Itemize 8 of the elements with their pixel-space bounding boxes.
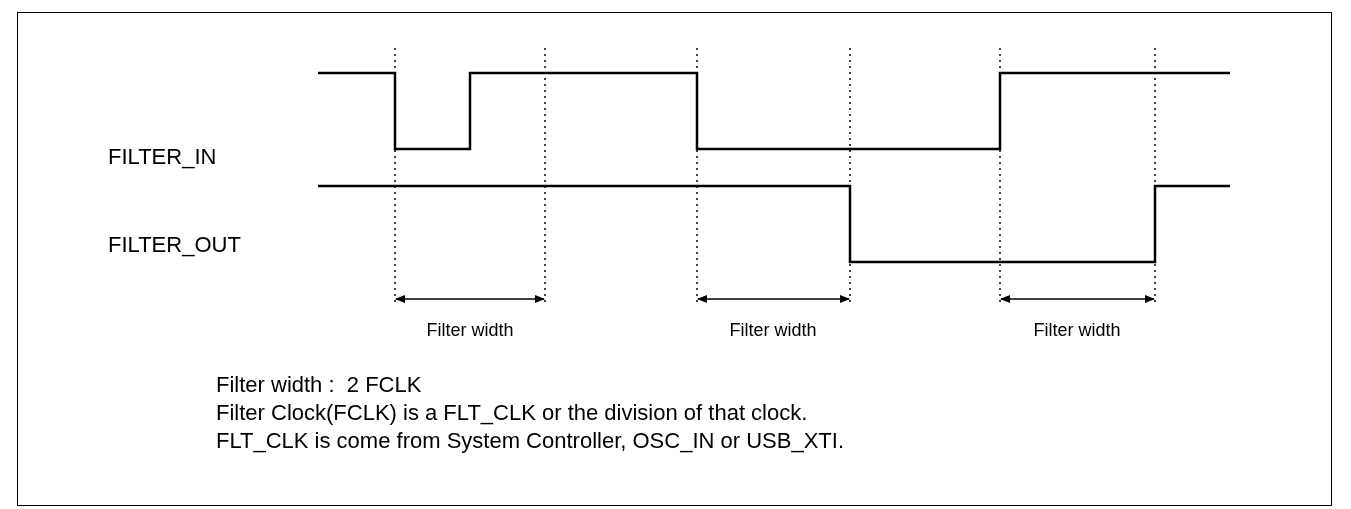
signal-name: FILTER_OUT: [108, 234, 241, 256]
note-text: Filter width : 2 FCLK: [216, 374, 422, 396]
dimension-label: Filter width: [426, 321, 514, 339]
note-text: FLT_CLK is come from System Controller, OSC_IN or USB_XTI.: [216, 430, 844, 452]
dimension-label: Filter width: [1033, 321, 1121, 339]
note-text: Filter Clock(FCLK) is a FLT_CLK or the division of that clock.: [216, 402, 808, 424]
dimension-label: Filter width: [729, 321, 817, 339]
signal-name: FILTER_IN: [108, 146, 217, 168]
